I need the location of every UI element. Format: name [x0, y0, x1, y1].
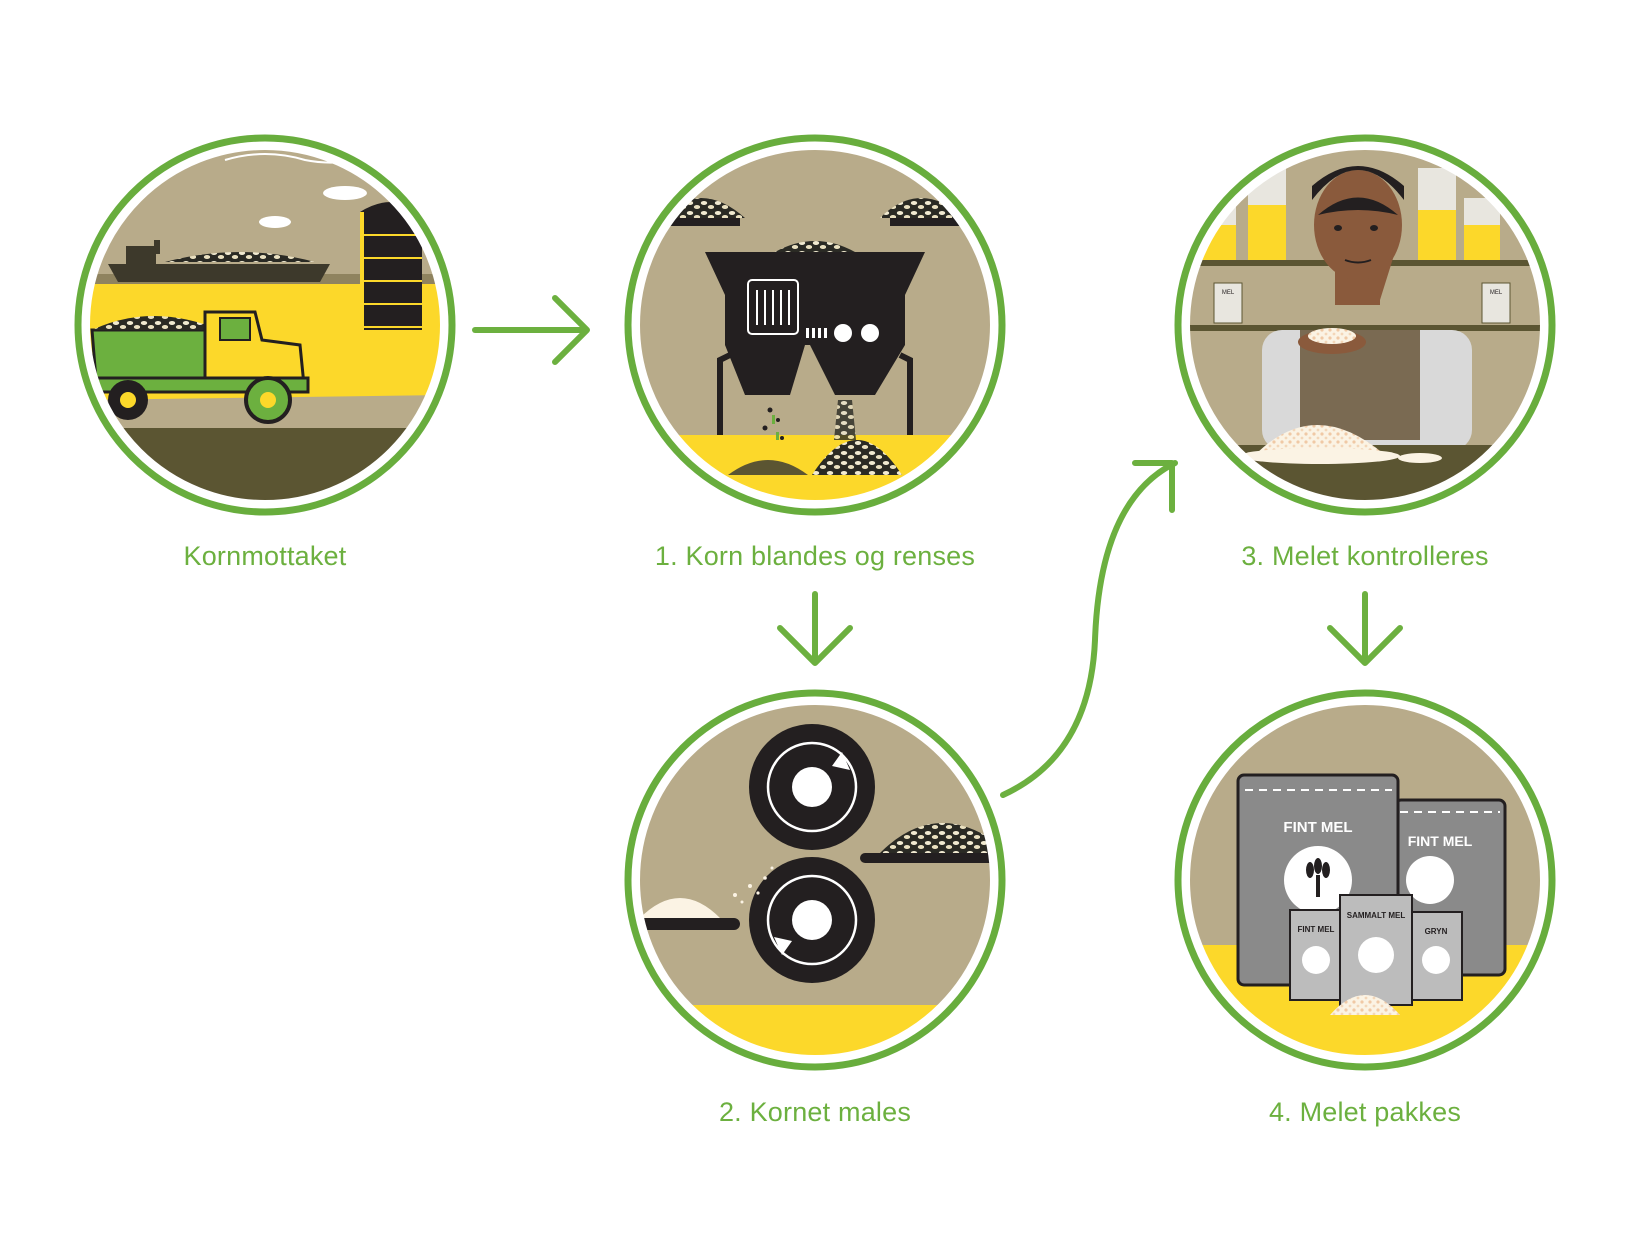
- svg-text:FINT MEL: FINT MEL: [1283, 819, 1352, 836]
- arrow-step2-to-step3: [1000, 460, 1178, 798]
- small-flour-bag-right: GRYN: [1409, 911, 1463, 1001]
- step-0-illustration: [74, 134, 456, 516]
- step-4-illustration: FINT MEL FINT MEL FINT MEL: [1174, 689, 1556, 1071]
- wheat-icon: [1306, 858, 1330, 897]
- svg-text:SAMMALT MEL: SAMMALT MEL: [1347, 911, 1406, 920]
- small-flour-bag-left: FINT MEL: [1289, 909, 1343, 1001]
- svg-text:MEL: MEL: [1222, 290, 1235, 296]
- step-2-illustration: [624, 689, 1006, 1071]
- cleaning-machine-icon: [705, 252, 925, 470]
- arrow-step1-to-step2: [777, 591, 853, 666]
- svg-text:FINT MEL: FINT MEL: [1298, 925, 1335, 934]
- cloud-icon: [224, 153, 367, 228]
- step-3-illustration: MEL MEL: [1174, 134, 1556, 516]
- svg-text:FINT MEL: FINT MEL: [1408, 833, 1473, 849]
- arrow-step0-to-step1: [472, 295, 590, 365]
- ship-icon: [108, 240, 330, 282]
- roller-bottom-icon: [749, 857, 875, 983]
- svg-text:GRYN: GRYN: [1425, 927, 1448, 936]
- step-label-kornet-males: 2. Kornet males: [718, 1097, 912, 1127]
- small-flour-bag-center: SAMMALT MEL: [1339, 894, 1413, 1006]
- step-label-kornmottaket: Kornmottaket: [183, 541, 347, 571]
- arrow-step3-to-step4: [1327, 591, 1403, 666]
- step-label-melet-kontrolleres: 3. Melet kontrolleres: [1241, 541, 1489, 571]
- mel-bag-icon: MEL MEL: [1213, 282, 1511, 324]
- step-1-illustration: [624, 134, 1006, 516]
- step-label-korn-blandes: 1. Korn blandes og renses: [654, 541, 976, 571]
- roller-top-icon: [749, 724, 875, 850]
- svg-text:MEL: MEL: [1490, 290, 1503, 296]
- truck-icon: [86, 310, 310, 424]
- inspector-person-icon: [1262, 166, 1472, 450]
- step-label-melet-pakkes: 4. Melet pakkes: [1268, 1097, 1462, 1127]
